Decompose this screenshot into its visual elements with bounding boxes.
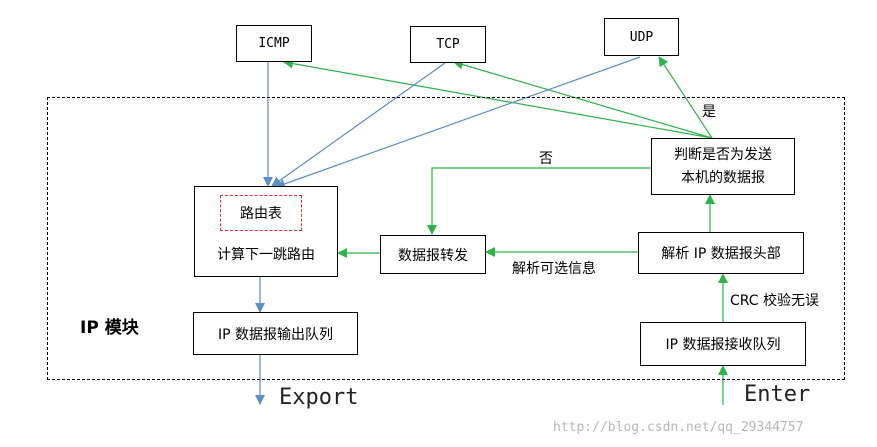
edge-label-yes: 是 xyxy=(702,104,716,120)
out-queue-node: IP 数据报输出队列 xyxy=(193,312,358,355)
export-label: Export xyxy=(279,385,359,410)
judge-line-2: 本机的数据报 xyxy=(681,169,765,186)
forward-node: 数据报转发 xyxy=(380,235,486,274)
module-label: IP 模块 xyxy=(80,318,139,338)
udp-node: UDP xyxy=(604,18,679,56)
next-hop-node: 计算下一跳路由 xyxy=(194,186,338,277)
judge-line-1: 判断是否为发送 xyxy=(674,146,772,163)
next-hop-label: 计算下一跳路由 xyxy=(217,247,315,263)
routing-table-node: 路由表 xyxy=(220,195,302,231)
edge-tcp-to-nexthop xyxy=(271,62,446,187)
edge-judge-to-tcp xyxy=(453,59,713,139)
parse-header-node: 解析 IP 数据报头部 xyxy=(638,232,804,274)
recv-queue-node: IP 数据报接收队列 xyxy=(640,322,806,366)
edge-label-selectable-info: 解析可选信息 xyxy=(512,261,596,277)
edge-udp-to-nexthop xyxy=(275,56,641,189)
edge-label-crc-ok: CRC 校验无误 xyxy=(730,293,820,309)
watermark: http://blog.csdn.net/qq_29344757 xyxy=(553,420,804,435)
tcp-node: TCP xyxy=(410,26,486,63)
edge-judge-to-forward xyxy=(427,167,651,235)
icmp-node: ICMP xyxy=(236,25,312,62)
enter-label: Enter xyxy=(744,382,811,407)
ip-module-frame xyxy=(47,97,845,380)
judge-node: 判断是否为发送 本机的数据报 xyxy=(651,138,795,195)
edge-judge-to-icmp xyxy=(283,58,713,139)
edge-label-no: 否 xyxy=(539,151,553,167)
